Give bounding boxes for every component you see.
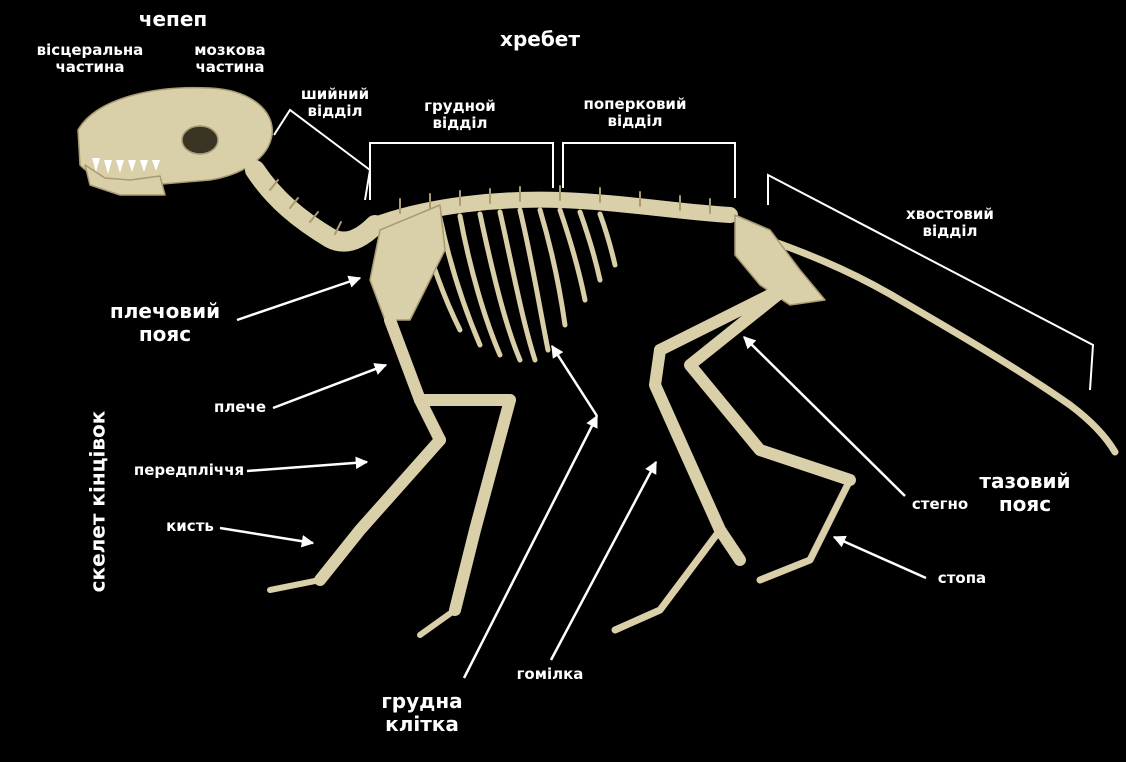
label-limb-skeleton: скелет кінцівок [87,377,110,627]
label-shin: гомілка [505,666,595,683]
label-skull-visceral: вісцеральна частина [20,42,160,77]
label-cervical: шийний відділ [285,86,385,121]
label-skull: чепеп [128,8,218,31]
label-pelvic-girdle: тазовий пояс [960,470,1090,516]
label-lumbar: поперковий відділ [565,96,705,131]
label-skull-brain: мозкова частина [170,42,290,77]
label-thoracic: грудной відділ [400,98,520,133]
label-caudal: хвостовий відділ [885,206,1015,241]
label-forearm: передпліччя [128,462,250,479]
label-hand: кисть [160,518,220,535]
label-shoulder-girdle: плечовий пояс [95,300,235,346]
label-spine: хребет [480,28,600,51]
label-foot: стопа [922,570,1002,587]
label-rib-cage: грудна клітка [362,690,482,736]
label-upper-arm: плече [205,399,275,416]
